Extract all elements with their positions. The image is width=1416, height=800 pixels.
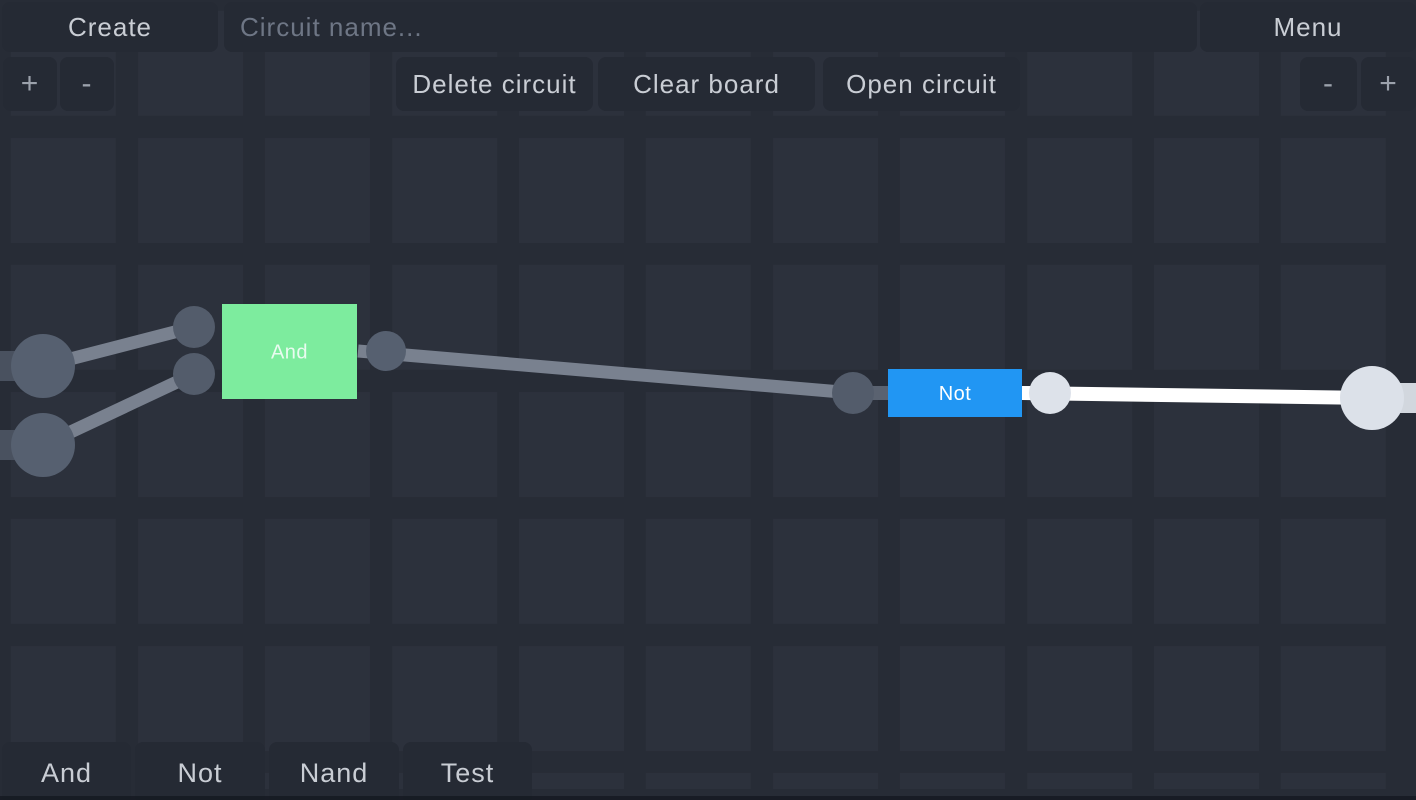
zoom-out-button-right[interactable]: - xyxy=(1300,57,1357,111)
gate-and[interactable] xyxy=(222,304,357,399)
wire-not-to-output[interactable] xyxy=(1021,386,1373,405)
not-output-pin[interactable] xyxy=(1029,372,1071,414)
not-input-pin[interactable] xyxy=(832,372,874,414)
delete-circuit-button[interactable]: Delete circuit xyxy=(396,57,593,111)
wire-and-to-not[interactable] xyxy=(357,344,854,400)
screen-edge-shade xyxy=(0,796,1416,800)
input-node-1[interactable] xyxy=(11,334,75,398)
output-node[interactable] xyxy=(1340,366,1404,430)
circuit-name-input[interactable] xyxy=(224,2,1197,52)
open-circuit-button[interactable]: Open circuit xyxy=(823,57,1020,111)
zoom-in-button-right[interactable]: + xyxy=(1361,57,1416,111)
input-node-2[interactable] xyxy=(11,413,75,477)
zoom-out-button-left[interactable]: - xyxy=(60,57,114,111)
and-input-pin-2[interactable] xyxy=(173,353,215,395)
menu-button[interactable]: Menu xyxy=(1200,2,1416,52)
palette-item-not[interactable]: Not xyxy=(135,742,265,800)
clear-board-button[interactable]: Clear board xyxy=(598,57,815,111)
palette-item-nand[interactable]: Nand xyxy=(269,742,399,800)
zoom-in-button-left[interactable]: + xyxy=(3,57,57,111)
and-output-pin[interactable] xyxy=(366,331,406,371)
create-button[interactable]: Create xyxy=(2,2,218,52)
gate-and-label: And xyxy=(271,342,308,364)
palette-item-and[interactable]: And xyxy=(2,742,131,800)
and-input-pin-1[interactable] xyxy=(173,306,215,348)
palette-item-test[interactable]: Test xyxy=(403,742,532,800)
gate-not-label: Not xyxy=(939,383,972,405)
gate-not[interactable] xyxy=(888,369,1022,417)
